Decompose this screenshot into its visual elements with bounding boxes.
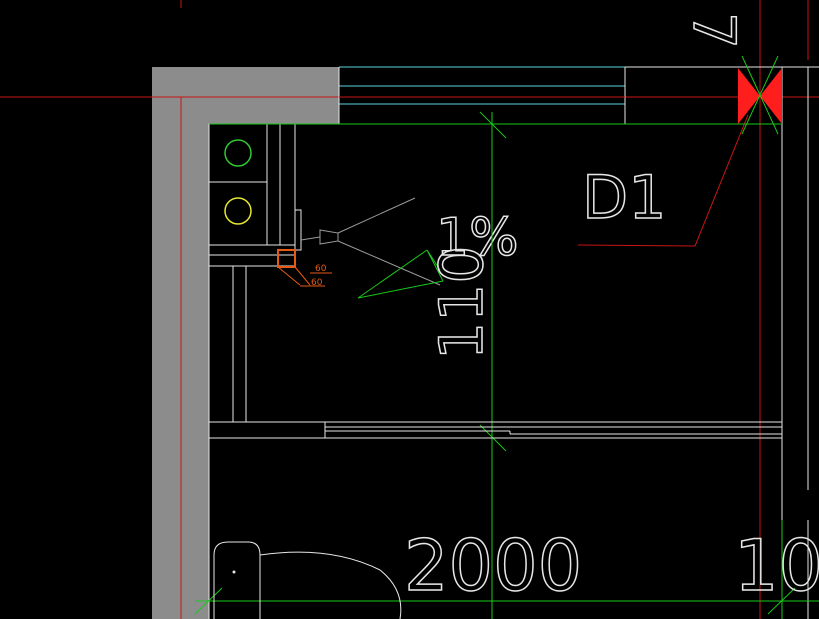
orange-leader [294, 266, 311, 286]
bowtie-right [760, 68, 782, 124]
orange-leader-2 [277, 266, 301, 286]
bowtie-left [738, 68, 760, 124]
small-dim-a: 60 [315, 264, 327, 274]
window [338, 66, 626, 125]
partition [209, 421, 782, 439]
door-tag-label: D1 [582, 163, 666, 233]
valve-ray-1 [337, 197, 416, 234]
valve-stem [300, 236, 321, 241]
dim-tick-top [479, 111, 507, 139]
toilet-bowl [259, 551, 402, 619]
green-dimension-lines [194, 111, 819, 619]
vertical-dim-label: 110 [427, 245, 497, 360]
bottom-dim-partial: 10 [734, 525, 819, 607]
orange-marker: 60 60 [277, 249, 332, 288]
toilet-fixture [213, 541, 402, 619]
pipe-circle-green [224, 139, 252, 167]
slope-arrow [357, 249, 444, 299]
valve-symbol [300, 197, 441, 286]
red-bowtie-symbol [738, 55, 782, 135]
door-tag-leader [577, 114, 749, 247]
shaft-box [208, 123, 302, 267]
orange-square [277, 249, 296, 268]
valve-ray-2 [337, 240, 441, 286]
valve-body [319, 229, 339, 245]
toilet-tank [213, 541, 261, 619]
slope-label: 1% [436, 208, 519, 268]
dim-tick-bottom-left [194, 587, 223, 615]
slope-arrow-stem [357, 249, 428, 299]
wall [152, 67, 339, 619]
bottom-dim-main: 2000 [404, 525, 582, 607]
shaft-tab [294, 209, 302, 251]
small-dim-b: 60 [311, 278, 323, 288]
top-partial-label: 7 [680, 12, 748, 49]
bowtie-x2 [741, 55, 779, 135]
pipe-circle-yellow [224, 197, 252, 225]
toilet-dot [232, 570, 236, 574]
vertical-pipe [232, 266, 247, 422]
